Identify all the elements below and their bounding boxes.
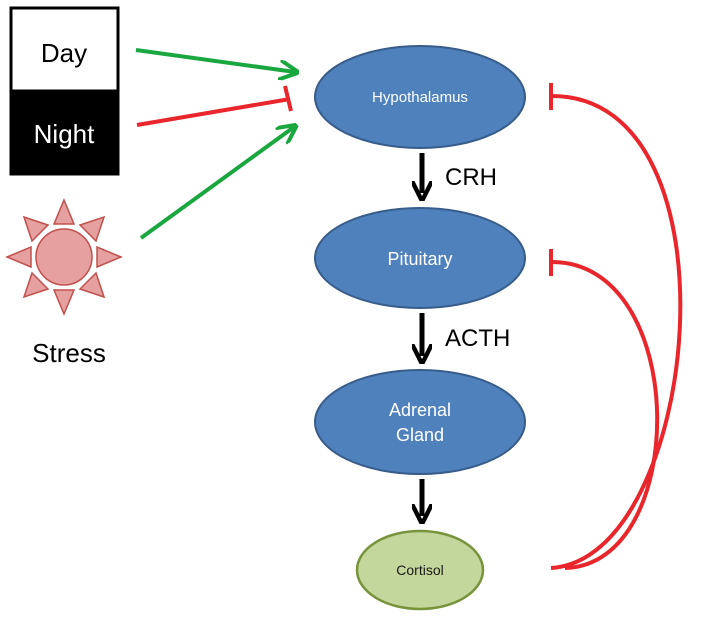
acth-label: ACTH: [445, 325, 510, 352]
adrenal-gland-node: Adrenal Gland: [314, 369, 526, 475]
night-inhibit-connector: [136, 85, 293, 127]
night-inhibit-line: [136, 97, 291, 127]
sun-ray-bottom: [52, 289, 76, 316]
day-label: Day: [41, 38, 87, 68]
pituitary-label: Pituitary: [387, 249, 452, 269]
night-panel: [9, 89, 120, 176]
cortisol-label: Cortisol: [396, 562, 443, 578]
day-stimulate-arrow: [135, 48, 295, 72]
sun-ray-top: [52, 198, 76, 225]
stress-stimulate-arrow: [139, 127, 294, 240]
sun-ray-bottom-left: [22, 271, 50, 299]
crh-label: CRH: [445, 164, 497, 191]
sun-ray-top-left: [22, 215, 50, 243]
adrenal-label-line1: Adrenal: [389, 400, 451, 420]
night-inhibit-bar: [283, 85, 293, 112]
feedback-to-hypothalamus: [549, 83, 683, 570]
stress-label: Stress: [32, 338, 106, 368]
pituitary-node: Pituitary: [314, 207, 526, 309]
day-night-box: Day Night: [9, 6, 120, 176]
feedback-hypothalamus-curve: [550, 94, 683, 570]
hypothalamus-label: Hypothalamus: [372, 89, 468, 106]
sun-core: [35, 228, 93, 286]
sun-ray-bottom-right: [78, 271, 106, 299]
sun-icon: [5, 198, 123, 316]
sun-ray-right: [96, 245, 123, 269]
hypothalamus-node: Hypothalamus: [314, 45, 526, 149]
night-label: Night: [34, 119, 95, 149]
sun-ray-top-right: [78, 215, 106, 243]
feedback-pituitary-curve: [551, 260, 660, 570]
adrenal-label-line2: Gland: [396, 425, 444, 445]
cortisol-node: Cortisol: [355, 529, 485, 611]
feedback-to-pituitary: [549, 249, 660, 570]
sun-ray-left: [5, 245, 32, 269]
day-panel: [9, 6, 120, 93]
